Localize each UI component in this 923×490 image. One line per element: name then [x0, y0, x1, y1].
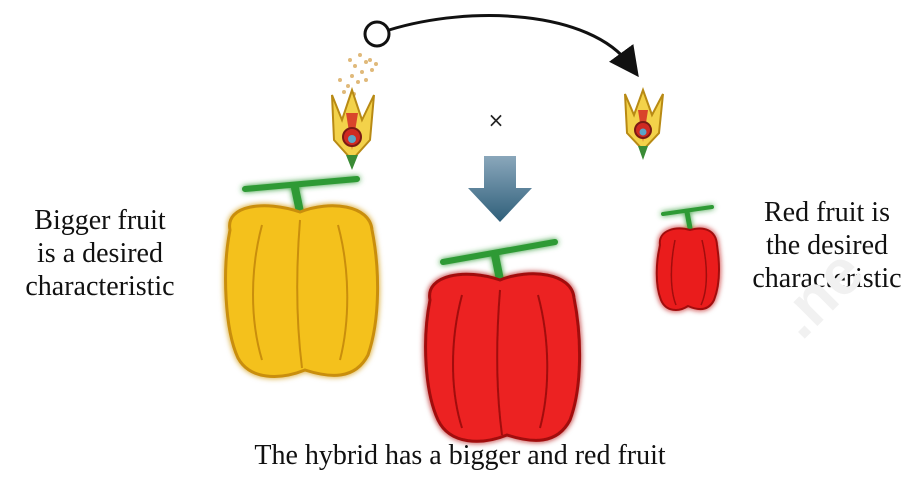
- hybrid-caption: The hybrid has a bigger and red fruit: [170, 438, 750, 474]
- left-flower-icon: [332, 90, 374, 170]
- pollen-source-circle: [365, 22, 389, 46]
- pollination-arrow: [365, 16, 630, 65]
- red-hybrid-pepper: [426, 242, 580, 441]
- yellow-pepper: [226, 179, 378, 376]
- pollination-arc: [389, 16, 630, 65]
- right-flower-icon: [625, 90, 663, 160]
- result-down-arrow: [468, 156, 532, 222]
- cross-symbol: ×: [486, 108, 506, 132]
- small-red-pepper: [657, 207, 719, 310]
- bigger-fruit-label: Bigger fruit is a desired characteristic: [0, 204, 200, 303]
- pollen-grains: [338, 53, 378, 96]
